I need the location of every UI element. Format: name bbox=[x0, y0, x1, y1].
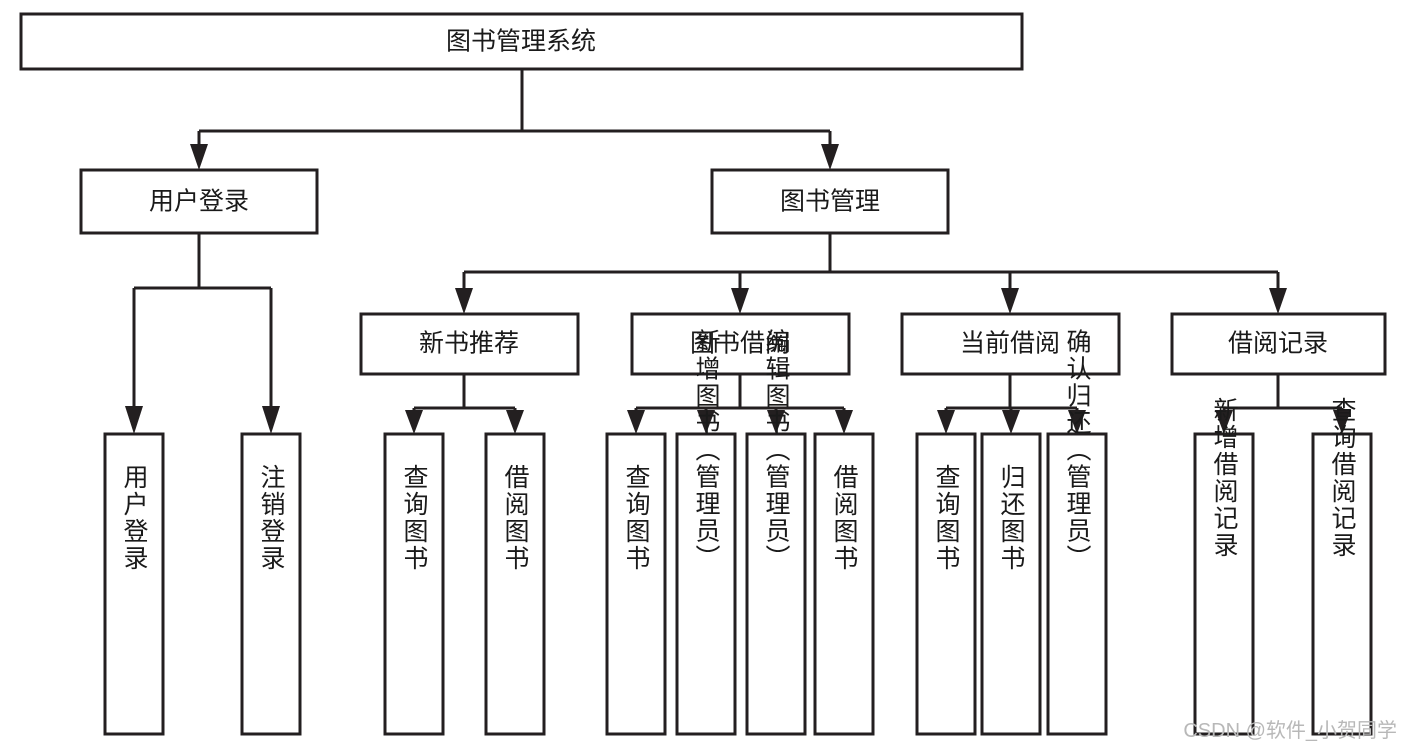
leaf-new-book-borrow[interactable]: 借阅图书 bbox=[484, 432, 546, 736]
arrow-book-borrow bbox=[731, 288, 749, 314]
node-root-label: 图书管理系统 bbox=[446, 28, 596, 56]
leaf-label: 归还图书 bbox=[997, 464, 1026, 572]
node-user-login-label: 用户登录 bbox=[149, 188, 249, 216]
arrow-current-leaf-2 bbox=[1002, 410, 1020, 434]
leaf-box[interactable] bbox=[745, 432, 807, 736]
leaf-label: 确认归还（管理员） bbox=[1063, 329, 1092, 572]
leaf-box[interactable] bbox=[980, 432, 1042, 736]
leaf-box[interactable] bbox=[605, 432, 667, 736]
leaf-label: 查询图书 bbox=[400, 464, 429, 572]
node-root-box[interactable] bbox=[19, 12, 1024, 71]
arrow-newbook-leaf-2 bbox=[506, 410, 524, 434]
node-current-borrow-label: 当前借阅 bbox=[960, 330, 1060, 358]
arrow-borrow-leaf-1 bbox=[627, 410, 645, 434]
leaf-label: 新增图书（管理员） bbox=[692, 329, 721, 572]
arrow-newbook-leaf-1 bbox=[405, 410, 423, 434]
leaf-label: 借阅图书 bbox=[830, 464, 859, 572]
arrow-borrow-leaf-3 bbox=[767, 410, 785, 434]
arrow-current-leaf-1 bbox=[937, 410, 955, 434]
leaf-record-add[interactable]: 新增借阅记录 bbox=[1193, 397, 1255, 736]
arrow-borrow-record bbox=[1269, 288, 1287, 314]
arrow-borrow-leaf-2 bbox=[697, 410, 715, 434]
node-book-borrow-label: 图书借阅 bbox=[690, 330, 790, 358]
node-book-manage-label: 图书管理 bbox=[780, 188, 880, 216]
leaf-label: 新增借阅记录 bbox=[1210, 397, 1239, 559]
leaf-box[interactable] bbox=[915, 432, 977, 736]
node-new-book-recommend[interactable]: 新书推荐 bbox=[359, 312, 580, 376]
node-book-borrow[interactable]: 图书借阅 bbox=[630, 312, 851, 376]
node-current-borrow[interactable]: 当前借阅 bbox=[900, 312, 1121, 376]
node-user-login-box[interactable] bbox=[79, 168, 319, 235]
leaf-label: 查询图书 bbox=[932, 464, 961, 572]
node-root[interactable]: 图书管理系统 bbox=[19, 12, 1024, 71]
leaf-current-query[interactable]: 查询图书 bbox=[915, 432, 977, 736]
leaf-box[interactable] bbox=[240, 432, 302, 736]
node-user-login[interactable]: 用户登录 bbox=[79, 168, 319, 235]
arrow-leaf-user-login bbox=[125, 406, 143, 434]
arrow-user-login bbox=[190, 144, 208, 170]
leaf-borrow-borrow-book[interactable]: 借阅图书 bbox=[813, 432, 875, 736]
node-new-book-recommend-label: 新书推荐 bbox=[419, 330, 519, 358]
leaf-label: 查询借阅记录 bbox=[1328, 397, 1357, 559]
leaf-label: 查询图书 bbox=[622, 464, 651, 572]
node-book-manage[interactable]: 图书管理 bbox=[710, 168, 950, 235]
leaf-label: 借阅图书 bbox=[501, 464, 530, 572]
leaf-user-login-logout[interactable]: 注销登录 bbox=[240, 432, 302, 736]
node-borrow-record-box[interactable] bbox=[1170, 312, 1387, 376]
leaf-record-query[interactable]: 查询借阅记录 bbox=[1311, 397, 1373, 736]
connector-layer bbox=[125, 69, 1351, 434]
leaf-box[interactable] bbox=[103, 432, 165, 736]
arrow-current-leaf-3 bbox=[1068, 410, 1086, 434]
arrow-record-leaf-1 bbox=[1215, 410, 1233, 434]
arrow-leaf-logout bbox=[262, 406, 280, 434]
leaf-box[interactable] bbox=[813, 432, 875, 736]
leaf-box[interactable] bbox=[1311, 432, 1373, 736]
arrow-borrow-leaf-4 bbox=[835, 410, 853, 434]
leaf-new-book-query[interactable]: 查询图书 bbox=[383, 432, 445, 736]
node-current-borrow-box[interactable] bbox=[900, 312, 1121, 376]
leaf-box[interactable] bbox=[1046, 432, 1108, 736]
leaf-label: 编辑图书（管理员） bbox=[762, 329, 791, 572]
arrow-record-leaf-2 bbox=[1333, 410, 1351, 434]
leaf-borrow-add-book[interactable]: 新增图书（管理员） bbox=[675, 329, 737, 736]
arrow-book-manage bbox=[821, 144, 839, 170]
leaf-label: 用户登录 bbox=[120, 464, 149, 572]
leaf-borrow-edit-book[interactable]: 编辑图书（管理员） bbox=[745, 329, 807, 736]
leaf-borrow-query[interactable]: 查询图书 bbox=[605, 432, 667, 736]
leaf-box[interactable] bbox=[383, 432, 445, 736]
node-new-book-recommend-box[interactable] bbox=[359, 312, 580, 376]
leaf-user-login-login[interactable]: 用户登录 bbox=[103, 432, 165, 736]
node-book-manage-box[interactable] bbox=[710, 168, 950, 235]
arrow-current-borrow bbox=[1001, 288, 1019, 314]
leaf-box[interactable] bbox=[484, 432, 546, 736]
leaf-current-return[interactable]: 归还图书 bbox=[980, 432, 1042, 736]
node-borrow-record-label: 借阅记录 bbox=[1228, 330, 1328, 358]
node-borrow-record[interactable]: 借阅记录 bbox=[1170, 312, 1387, 376]
node-book-borrow-box[interactable] bbox=[630, 312, 851, 376]
leaf-box[interactable] bbox=[1193, 432, 1255, 736]
leaf-box[interactable] bbox=[675, 432, 737, 736]
leaf-label: 注销登录 bbox=[257, 464, 286, 572]
leaf-current-confirm-return[interactable]: 确认归还（管理员） bbox=[1046, 329, 1108, 736]
arrow-new-book-recommend bbox=[455, 288, 473, 314]
